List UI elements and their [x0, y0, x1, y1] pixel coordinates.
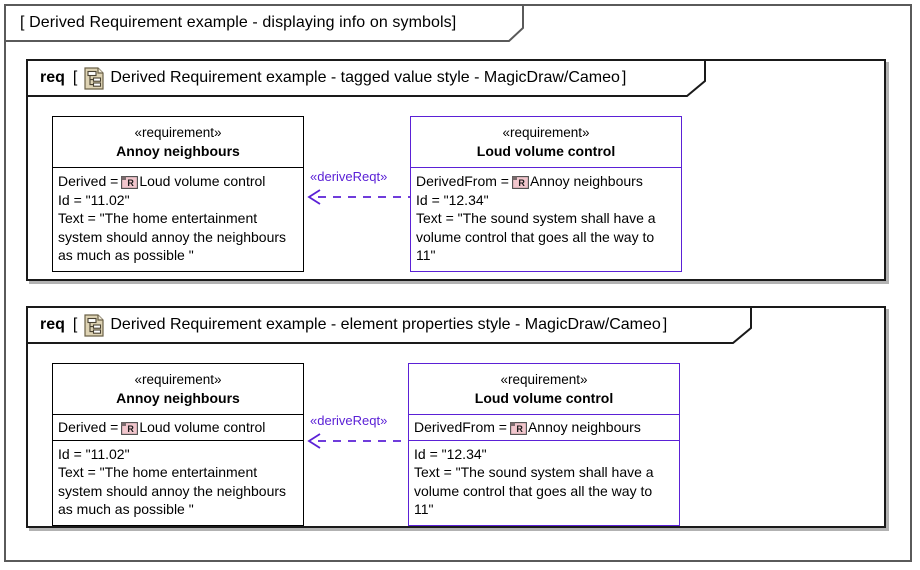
property-derived-from-label: DerivedFrom =	[414, 419, 507, 435]
diagram-title-tab: [ Derived Requirement example - displayi…	[4, 4, 524, 42]
compartment-divider	[53, 414, 303, 415]
req-keyword: req	[40, 316, 65, 333]
property-text: Text = "The sound system shall have a vo…	[416, 210, 656, 263]
derive-reqt-connector[interactable]: «deriveReqt»	[304, 413, 420, 457]
requirement-name: Annoy neighbours	[116, 143, 240, 159]
requirement-r-icon-svg: R	[121, 421, 139, 435]
requirement-name: Loud volume control	[474, 390, 614, 406]
bracket-open: [	[72, 69, 78, 86]
svg-text:R: R	[128, 424, 135, 434]
bracket-close: ]	[621, 69, 627, 86]
derive-reqt-label: «deriveReqt»	[310, 169, 388, 184]
derive-reqt-connector[interactable]: «deriveReqt»	[304, 169, 420, 213]
svg-text:R: R	[516, 424, 523, 434]
diagram-canvas: [ Derived Requirement example - displayi…	[4, 4, 912, 562]
requirement-r-icon: R	[121, 175, 139, 189]
property-derived-label: Derived =	[58, 173, 119, 189]
compartment-divider	[411, 167, 681, 168]
property-derived-from-value: Annoy neighbours	[529, 173, 643, 189]
requirement-r-icon: R	[510, 421, 527, 435]
compartment-divider	[409, 439, 679, 441]
requirement-r-icon: R	[121, 421, 139, 435]
property-id: Id = "12.34"	[414, 445, 487, 462]
requirement-r-icon-svg: R	[121, 175, 139, 189]
derive-reqt-arrow	[307, 189, 420, 205]
req-frame-1-title: Derived Requirement example - tagged val…	[110, 69, 620, 86]
req-frame-1-tab: req [ Derived Requirement example - tagg…	[26, 59, 706, 97]
property-derived-from: DerivedFrom = R Annoy neighbours	[416, 172, 676, 191]
requirement-properties: DerivedFrom = R Annoy neighbours Id = "1…	[411, 168, 681, 271]
requirement-properties: Id = "11.02" Text = "The home entertainm…	[53, 441, 303, 525]
property-derived: Derived = R Loud volume control	[58, 418, 298, 437]
bracket-close: ]	[662, 316, 668, 333]
req-frame-element-properties-style: req [ Derived Requirement example - elem…	[26, 306, 886, 528]
requirement-header: «requirement» Loud volume control	[409, 364, 679, 414]
req-tab-1-shape	[26, 59, 706, 97]
stereotype-label: «requirement»	[500, 372, 588, 387]
req-keyword: req	[40, 69, 65, 86]
property-id: Id = "11.02"	[58, 191, 130, 208]
svg-text:R: R	[518, 178, 525, 188]
property-derived-value: Loud volume control	[139, 173, 266, 189]
requirement-name: Loud volume control	[476, 143, 616, 159]
req-frame-2-title: Derived Requirement example - element pr…	[110, 316, 661, 333]
compartment-divider	[53, 439, 303, 441]
diagram-title-label: [ Derived Requirement example - displayi…	[20, 14, 457, 31]
requirement-properties: Id = "12.34" Text = "The sound system sh…	[409, 441, 679, 525]
property-derived-from: DerivedFrom = R Annoy neighbours	[414, 418, 674, 437]
property-text: Text = "The sound system shall have a vo…	[414, 464, 654, 517]
stereotype-label: «requirement»	[134, 372, 222, 387]
diagram-icon	[84, 66, 104, 90]
requirement-block-loud-volume-control[interactable]: «requirement» Loud volume control Derive…	[410, 116, 682, 272]
req-frame-tagged-value-style: req [ Derived Requirement example - tagg…	[26, 59, 886, 281]
property-derived-label: Derived =	[58, 419, 119, 435]
stereotype-label: «requirement»	[502, 125, 590, 140]
requirement-header: «requirement» Loud volume control	[411, 117, 681, 167]
property-derived-value: Loud volume control	[139, 419, 266, 435]
property-text: Text = "The home entertainment system sh…	[58, 210, 287, 263]
diagram-icon	[84, 313, 104, 337]
outer-tab-shape	[4, 4, 524, 42]
requirement-block-annoy-neighbours[interactable]: «requirement» Annoy neighbours Derived =…	[52, 116, 304, 272]
requirement-r-icon-svg: R	[510, 421, 527, 435]
property-derived-from-value: Annoy neighbours	[527, 419, 641, 435]
property-id: Id = "11.02"	[58, 445, 130, 462]
requirement-block-loud-volume-control[interactable]: «requirement» Loud volume control Derive…	[408, 363, 680, 526]
property-derived: Derived = R Loud volume control	[58, 172, 298, 191]
requirement-relation-compartment: Derived = R Loud volume control	[53, 415, 303, 440]
req-tab-2-shape	[26, 306, 752, 344]
req-frame-2-tab: req [ Derived Requirement example - elem…	[26, 306, 752, 344]
requirement-relation-compartment: DerivedFrom = R Annoy neighbours	[409, 415, 679, 440]
requirement-block-annoy-neighbours[interactable]: «requirement» Annoy neighbours Derived =…	[52, 363, 304, 526]
compartment-divider	[409, 414, 679, 415]
svg-text:R: R	[128, 178, 135, 188]
stereotype-label: «requirement»	[134, 125, 222, 140]
requirement-properties: Derived = R Loud volume control Id = "11…	[53, 168, 303, 271]
property-derived-from-label: DerivedFrom =	[416, 173, 509, 189]
requirement-header: «requirement» Annoy neighbours	[53, 364, 303, 414]
derive-reqt-arrow	[307, 433, 420, 449]
requirement-name: Annoy neighbours	[116, 390, 240, 406]
derive-reqt-label: «deriveReqt»	[310, 413, 388, 428]
requirement-r-icon-svg: R	[512, 175, 529, 189]
property-text: Text = "The home entertainment system sh…	[58, 464, 287, 517]
requirement-header: «requirement» Annoy neighbours	[53, 117, 303, 167]
compartment-divider	[53, 167, 303, 168]
property-id: Id = "12.34"	[416, 191, 489, 208]
bracket-open: [	[72, 316, 78, 333]
requirement-r-icon: R	[512, 175, 529, 189]
